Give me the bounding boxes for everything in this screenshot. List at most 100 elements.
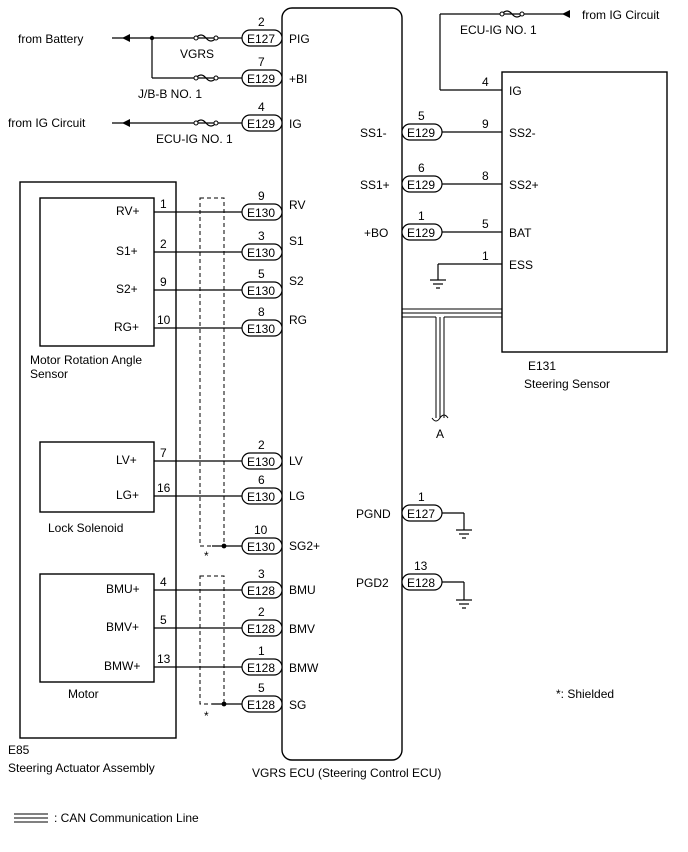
sensor-pin-ig: 4 IG	[482, 75, 522, 98]
pin-number: 5	[258, 267, 265, 281]
pin-number: 1	[482, 249, 489, 263]
from-ig-circuit-left-label: from IG Circuit	[8, 116, 86, 130]
pin-number: 7	[160, 446, 167, 460]
ecu-title: VGRS ECU (Steering Control ECU)	[252, 766, 441, 780]
sensor-wiring	[154, 197, 242, 707]
terminal-label: +BI	[289, 72, 307, 86]
ecu-left-pin-9: 6 E130 LG	[241, 473, 305, 505]
pin-number: 10	[254, 523, 268, 537]
terminal-label: RV	[289, 198, 305, 212]
connector-id: E130	[247, 455, 275, 469]
terminal-label: RG+	[114, 320, 139, 334]
from-battery-label: from Battery	[18, 32, 83, 46]
ecu-left-pin-6: 5 E130 S2	[241, 267, 304, 299]
connector-id: E127	[247, 32, 275, 46]
shield-mark-lower: *	[204, 709, 209, 723]
steering-sensor-name: Steering Sensor	[524, 377, 610, 391]
pin-number: 1	[418, 490, 425, 504]
can-line-label: A	[436, 427, 444, 441]
fuse-jbb-label: J/B-B NO. 1	[138, 87, 202, 101]
ecu-left-pin-12: 2 E128 BMV	[241, 605, 315, 637]
pin-number: 13	[157, 652, 171, 666]
actuator-pin-bmu: BMU+ 4	[106, 575, 167, 596]
pin-number: 10	[157, 313, 171, 327]
terminal-label: BMV+	[106, 620, 139, 634]
connector-id: E130	[247, 540, 275, 554]
pin-number: 6	[258, 473, 265, 487]
ecu-left-pin-13: 1 E128 BMW	[241, 644, 319, 676]
terminal-label: PGND	[356, 507, 391, 521]
terminal-label: SS1+	[360, 178, 390, 192]
pin-number: 5	[160, 613, 167, 627]
terminal-label: BMU+	[106, 582, 140, 596]
can-legend-label: : CAN Communication Line	[54, 811, 199, 825]
steering-sensor-id: E131	[528, 359, 556, 373]
terminal-label: BMV	[289, 622, 315, 636]
ecu-right-pin-ss1-minus: 5 E129 SS1-	[360, 109, 443, 141]
pin-number: 7	[258, 55, 265, 69]
ecu-left-pin-7: 8 E130 RG	[241, 305, 307, 337]
pin-number: 9	[482, 117, 489, 131]
pin-number: 1	[258, 644, 265, 658]
ecu-right-pin-pgnd: 1 E127 PGND	[356, 490, 443, 522]
pin-number: 2	[258, 15, 265, 29]
sensor-pin-ess: 1 ESS	[482, 249, 533, 272]
motor-rotation-sensor-label-line1: Motor Rotation Angle Sensor	[30, 353, 145, 381]
terminal-label: S2	[289, 274, 304, 288]
lock-solenoid-box	[39, 441, 155, 513]
motor-rotation-sensor-box	[39, 197, 155, 347]
ecu-left-pin-4: 9 E130 RV	[241, 189, 305, 221]
sensor-pin-ss2-plus: 8 SS2+	[482, 169, 539, 192]
connector-id: E130	[247, 206, 275, 220]
actuator-pin-lv: LV+ 7	[116, 446, 167, 467]
connector-id: E129	[247, 117, 275, 131]
ecu-right-pin-pgd2: 13 E128 PGD2	[356, 559, 443, 591]
ecu-left-pin-10: 10 E130 SG2+	[241, 523, 320, 555]
pin-number: 4	[482, 75, 489, 89]
terminal-label: LG	[289, 489, 305, 503]
actuator-pin-s1: S1+ 2	[116, 237, 167, 258]
connector-id: E130	[247, 246, 275, 260]
ecu-left-pin-1: 2 E127 PIG	[241, 15, 310, 47]
ecu-left-pin-11: 3 E128 BMU	[241, 567, 316, 599]
connector-id: E128	[247, 622, 275, 636]
pin-number: 2	[258, 605, 265, 619]
pin-number: 1	[160, 197, 167, 211]
pin-number: 5	[418, 109, 425, 123]
pin-number: 9	[160, 275, 167, 289]
connector-id: E130	[247, 284, 275, 298]
pin-number: 16	[157, 481, 171, 495]
terminal-label: BMW	[289, 661, 319, 675]
terminal-label: PIG	[289, 32, 310, 46]
actuator-pin-rg: RG+ 10	[114, 313, 171, 334]
can-line	[402, 308, 502, 422]
terminal-label: SG	[289, 698, 306, 712]
connector-id: E129	[247, 72, 275, 86]
shield-mark-upper: *	[204, 549, 209, 563]
from-ig-circuit-right-label: from IG Circuit	[582, 8, 660, 22]
motor-label: Motor	[68, 687, 99, 701]
connector-id: E130	[247, 490, 275, 504]
terminal-label: PGD2	[356, 576, 389, 590]
actuator-pin-lg: LG+ 16	[116, 481, 171, 502]
pin-number: 2	[258, 438, 265, 452]
actuator-id: E85	[8, 743, 30, 757]
connector-id: E128	[247, 661, 275, 675]
terminal-label: SS1-	[360, 126, 387, 140]
can-legend-symbol	[14, 813, 48, 823]
actuator-pin-bmw: BMW+ 13	[104, 652, 171, 673]
terminal-label: LV+	[116, 453, 137, 467]
pin-number: 4	[258, 100, 265, 114]
pin-number: 6	[418, 161, 425, 175]
connector-id: E129	[407, 178, 435, 192]
ecu-left-pin-14: 5 E128 SG	[241, 681, 306, 713]
connector-id: E130	[247, 322, 275, 336]
lock-solenoid-label: Lock Solenoid	[48, 521, 123, 535]
pin-number: 1	[418, 209, 425, 223]
terminal-label: +BO	[364, 226, 388, 240]
pin-number: 8	[482, 169, 489, 183]
terminal-label: IG	[509, 84, 522, 98]
sensor-pin-bat: 5 BAT	[482, 217, 532, 240]
terminal-label: IG	[289, 117, 302, 131]
pin-number: 9	[258, 189, 265, 203]
